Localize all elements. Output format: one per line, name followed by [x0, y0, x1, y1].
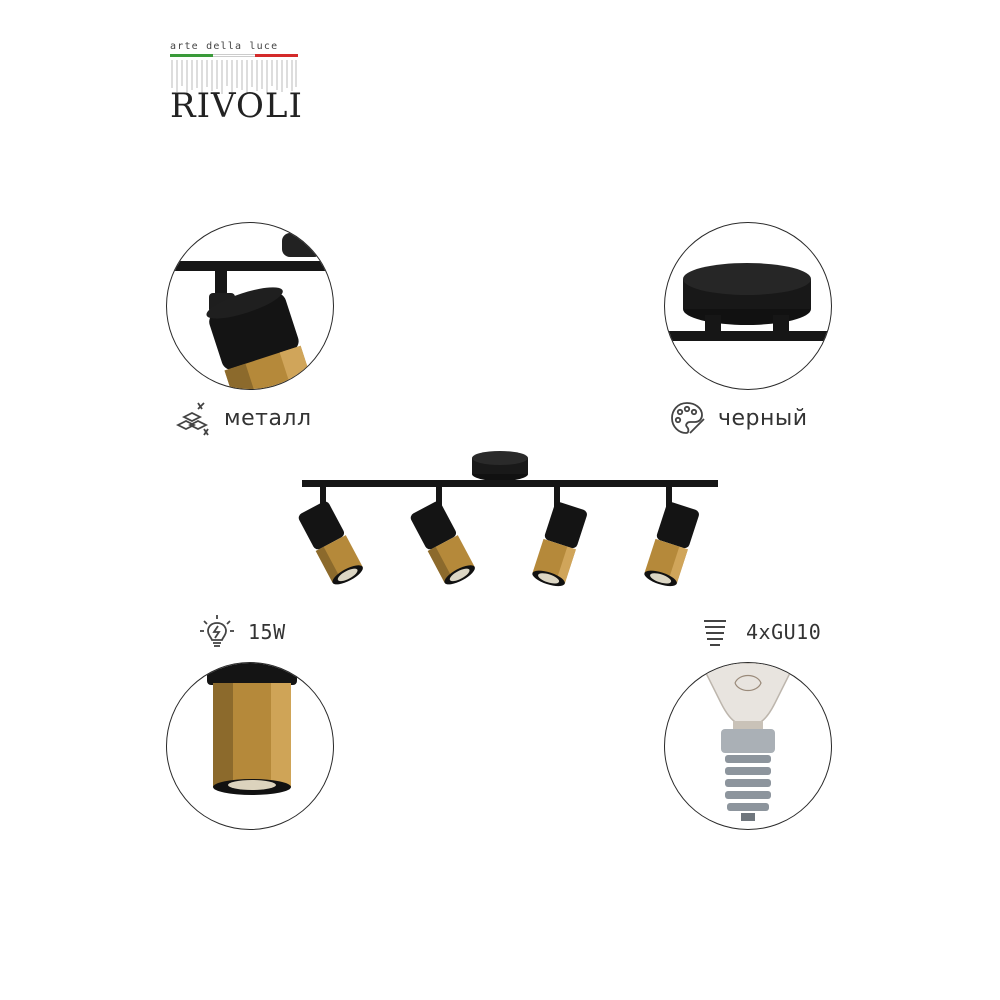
brand-tagline: arte della luce	[170, 41, 279, 52]
canopy-detail-image	[664, 222, 832, 390]
brand-logo: arte della luce RIVOLI	[170, 38, 303, 128]
shade-detail-image	[166, 662, 334, 830]
feature-socket: 4xGU10	[696, 612, 821, 652]
product-image	[298, 451, 718, 587]
feature-socket-label: 4xGU10	[746, 620, 822, 644]
feature-color-label: черный	[718, 405, 808, 431]
spotlight-3	[532, 487, 587, 587]
feature-color: черный	[668, 398, 808, 438]
metal-icon	[175, 402, 209, 436]
bulb-icon	[200, 615, 234, 647]
brand-name: RIVOLI	[170, 86, 303, 126]
spotlight-1	[298, 487, 363, 585]
feature-material: металл	[174, 398, 312, 438]
spotlight-4	[644, 487, 699, 587]
spotlight-2	[410, 487, 475, 585]
logo-barcode-lines	[171, 60, 297, 94]
italian-flag-stripe	[170, 54, 299, 57]
feature-power: 15W	[198, 612, 286, 652]
feature-power-label: 15W	[248, 620, 286, 644]
spotlight-detail-image	[166, 222, 334, 390]
bulb-detail-image	[664, 662, 832, 830]
palette-icon	[671, 402, 705, 434]
socket-icon	[704, 620, 726, 646]
feature-material-label: металл	[224, 405, 312, 431]
